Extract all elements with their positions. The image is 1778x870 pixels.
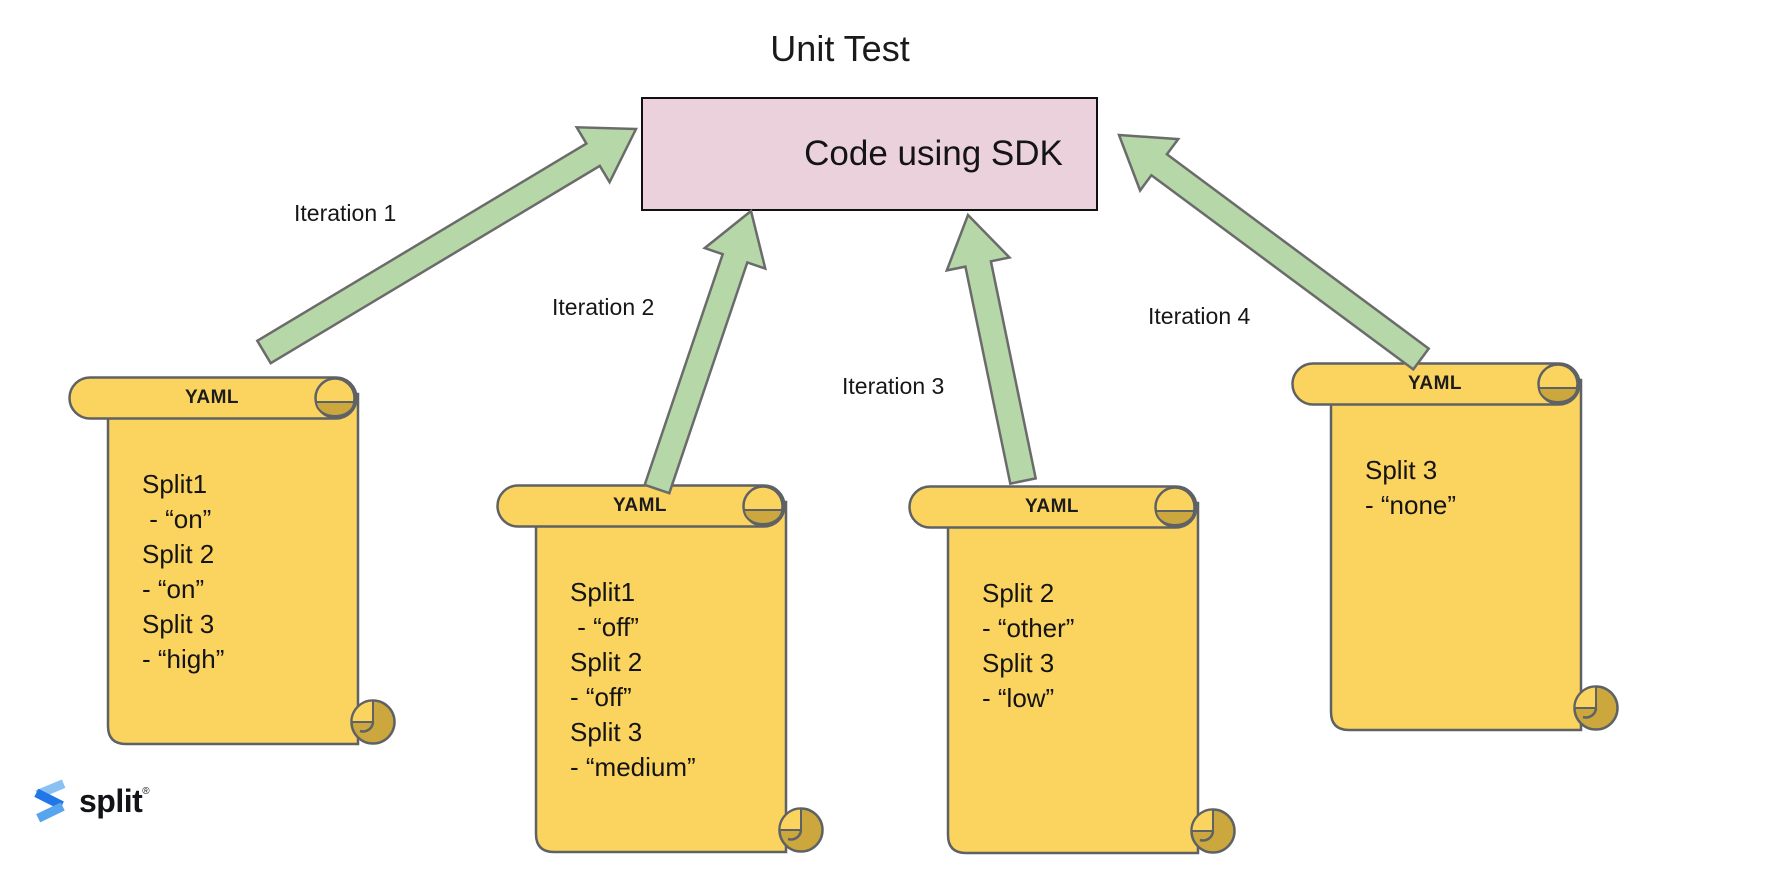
split-logo-text: split® bbox=[79, 783, 150, 819]
scroll-text-line: Split1 bbox=[570, 577, 636, 607]
scroll-text-line: Split 3 bbox=[142, 609, 215, 639]
trademark-symbol: ® bbox=[142, 786, 150, 797]
yaml-scroll-4: YAML Split 3 - “none” bbox=[1291, 362, 1621, 734]
scroll-text-line: - “medium” bbox=[570, 752, 696, 782]
scroll-shape-icon bbox=[1291, 362, 1619, 732]
scroll-text-line: Split 3 bbox=[1365, 455, 1438, 485]
iteration-1-arrow-icon bbox=[255, 125, 638, 365]
scroll-text-line: - “on” bbox=[142, 574, 205, 604]
scroll-header-label: YAML bbox=[184, 386, 240, 408]
scroll-header-label: YAML bbox=[1024, 495, 1080, 517]
scroll-text-line: Split 2 bbox=[982, 578, 1055, 608]
split-logo-icon bbox=[34, 779, 66, 823]
split-logo: split® bbox=[30, 778, 150, 824]
scroll-content: Split1 - “on” Split 2 - “on” Split 3 - “high… bbox=[142, 467, 224, 677]
scroll-text-line: - “on” bbox=[142, 504, 212, 534]
yaml-scroll-1: YAML Split1 - “on” Split 2 - “on” Split 3 - … bbox=[68, 376, 398, 748]
iteration-3-label: Iteration 3 bbox=[842, 373, 945, 399]
iteration-3-arrow-icon bbox=[944, 212, 1038, 486]
scroll-content: Split 2 - “other” Split 3 - “low” bbox=[982, 576, 1074, 716]
iteration-2-arrow-icon bbox=[643, 208, 768, 495]
scroll-text-line: - “off” bbox=[570, 682, 632, 712]
iteration-1-label: Iteration 1 bbox=[294, 200, 397, 226]
scroll-shape-icon bbox=[908, 485, 1236, 855]
yaml-scroll-2: YAML Split1 - “off” Split 2 - “off” Split 3… bbox=[496, 484, 826, 856]
scroll-text-line: Split 2 bbox=[142, 539, 215, 569]
scroll-text-line: - “off” bbox=[570, 612, 639, 642]
scroll-header-label: YAML bbox=[612, 494, 668, 516]
scroll-text-line: - “none” bbox=[1365, 490, 1457, 520]
scroll-shape-icon bbox=[68, 376, 396, 746]
scroll-content: Split1 - “off” Split 2 - “off” Split 3 - “me… bbox=[570, 575, 696, 785]
scroll-text-line: - “high” bbox=[142, 644, 225, 674]
code-using-sdk-box: Code using SDK bbox=[641, 97, 1098, 211]
yaml-scroll-3: YAML Split 2 - “other” Split 3 - “low” bbox=[908, 485, 1238, 857]
scroll-content: Split 3 - “none” bbox=[1365, 453, 1456, 523]
diagram-title: Unit Test bbox=[770, 28, 910, 69]
scroll-header-label: YAML bbox=[1407, 372, 1463, 394]
iteration-4-arrow-icon bbox=[1117, 133, 1431, 372]
scroll-text-line: - “other” bbox=[982, 613, 1075, 643]
scroll-text-line: - “low” bbox=[982, 683, 1055, 713]
code-using-sdk-label: Code using SDK bbox=[804, 134, 1063, 173]
iteration-4-label: Iteration 4 bbox=[1148, 303, 1251, 329]
scroll-text-line: Split1 bbox=[142, 469, 208, 499]
iteration-2-label: Iteration 2 bbox=[552, 294, 655, 320]
scroll-text-line: Split 2 bbox=[570, 647, 643, 677]
scroll-shape-icon bbox=[496, 484, 824, 854]
scroll-text-line: Split 3 bbox=[982, 648, 1055, 678]
scroll-text-line: Split 3 bbox=[570, 717, 643, 747]
